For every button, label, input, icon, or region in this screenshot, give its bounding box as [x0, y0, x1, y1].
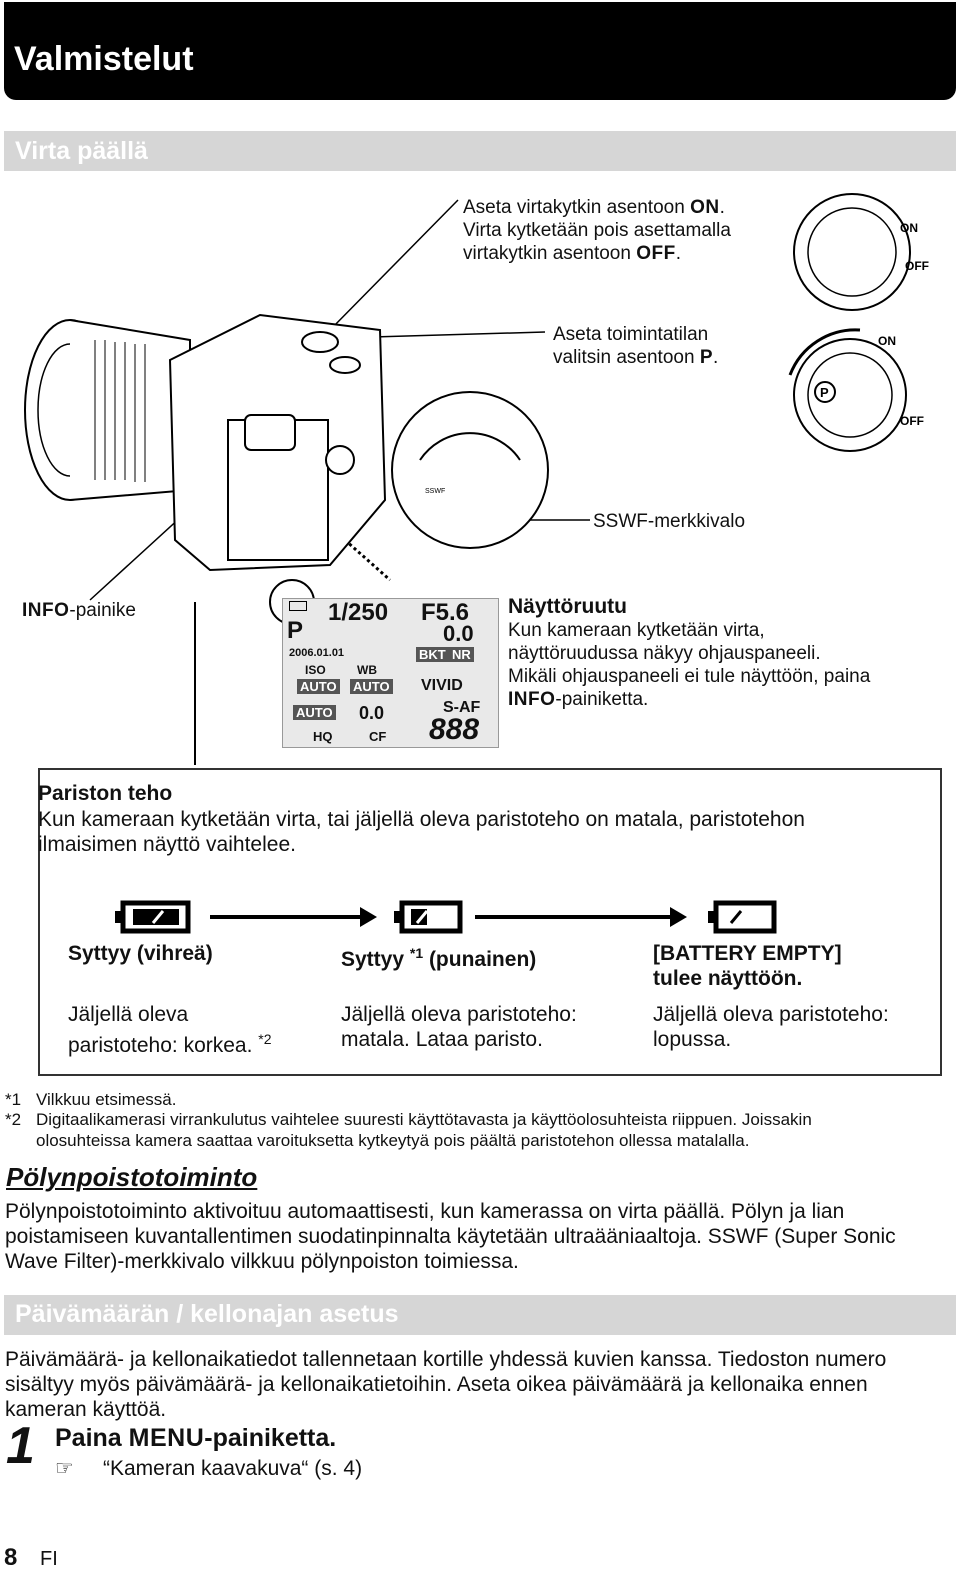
battery-col1-heading: Syttyy (vihreä) [68, 942, 213, 965]
step-instruction: Paina MENU-painiketta. [55, 1424, 337, 1452]
battery-icon [289, 601, 307, 611]
section-bar-power [4, 131, 956, 171]
battery-indicator-sequence [115, 900, 777, 934]
battery-description: Kun kameraan kytketään virta, tai jäljel… [38, 808, 805, 856]
svg-text:P: P [820, 385, 829, 400]
battery-title: Pariston teho [38, 782, 173, 805]
battery-col1-desc: Jäljellä oleva paristoteho: korkea. *2 [68, 1003, 272, 1057]
battery-col3-desc: Jäljellä oleva paristoteho: lopussa. [653, 1003, 889, 1051]
step-reference: ☞ “Kameran kaavakuva“ (s. 4) [55, 1456, 362, 1481]
page-title: Valmistelut [14, 40, 194, 78]
battery-empty-icon [708, 900, 777, 934]
control-panel-display: 1/250 F5.6 P 0.0 2006.01.01 BKT NR ISO A… [282, 598, 499, 748]
sswf-small-label: SSWF [425, 488, 445, 495]
battery-col2-heading: Syttyy *1 (punainen) [341, 945, 537, 971]
battery-col3-heading: [BATTERY EMPTY] tulee näyttöön. [653, 942, 842, 990]
section-title-date: Päivämäärän / kellonajan asetus [15, 1300, 399, 1328]
svg-text:OFF: OFF [900, 414, 924, 428]
sswf-label: SSWF-merkkivalo [593, 511, 746, 532]
lcd-mode: P [287, 617, 304, 644]
svg-text:ON: ON [900, 221, 918, 235]
lcd-af-mode: S-AF [443, 699, 481, 716]
lcd-card: CF [369, 729, 387, 744]
battery-col2-desc: Jäljellä oleva paristoteho: matala. Lata… [341, 1003, 577, 1051]
lcd-wb: WB [357, 663, 377, 677]
section-title-power: Virta päällä [15, 137, 148, 165]
mode-dial-instruction: Aseta toimintatilan valitsin asentoon P. [553, 324, 719, 368]
battery-info-box [38, 768, 942, 1076]
lcd-frame-count: 888 [429, 713, 480, 746]
reference-icon: ☞ [55, 1457, 74, 1480]
display-heading: Näyttöruutu [508, 595, 627, 618]
section-bar-date [4, 1295, 956, 1335]
lcd-bkt: BKT [416, 647, 449, 662]
lcd-shutter: 1/250 [328, 599, 389, 626]
date-intro-text: Päivämäärä- ja kellonaikatiedot tallenne… [5, 1348, 887, 1421]
svg-text:ON: ON [878, 334, 896, 348]
info-button-label: INFO-painike [22, 600, 136, 621]
lcd-iso: ISO [305, 663, 326, 677]
footnote-ref-1: *1 [409, 945, 424, 961]
footnote-ref-2: *2 [258, 1031, 272, 1047]
reference-link[interactable]: “Kameran kaavakuva“ (s. 4) [103, 1457, 363, 1480]
page-number: 8 [4, 1544, 18, 1571]
power-switch-instruction: Aseta virtakytkin asentoon ON. Virta kyt… [463, 197, 731, 264]
lcd-exposure: 0.0 [443, 621, 474, 646]
step-number: 1 [6, 1417, 35, 1475]
svg-text:OFF: OFF [905, 259, 929, 273]
lcd-wb-value: AUTO [350, 679, 393, 694]
page-header-bar [4, 2, 956, 100]
battery-low-icon [394, 900, 463, 934]
lcd-quality: HQ [313, 729, 333, 744]
language-code: FI [40, 1548, 58, 1570]
lcd-flash-comp: 0.0 [359, 703, 385, 723]
lcd-nr: NR [449, 647, 474, 662]
battery-full-icon [115, 900, 191, 934]
display-description: Näyttöruutu Kun kameraan kytketään virta… [508, 595, 871, 710]
dust-reduction-text: Pölynpoistotoiminto aktivoituu automaatt… [5, 1200, 896, 1273]
lcd-picture-mode: VIVID [421, 677, 463, 694]
lcd-iso-value: AUTO [297, 679, 340, 694]
lcd-flash-mode: AUTO [293, 705, 336, 720]
lcd-date: 2006.01.01 [289, 647, 345, 659]
dust-reduction-title: Pölynpoistotoiminto [6, 1162, 258, 1192]
camera-illustration: SSWF ON OFF ON OFF P [24, 193, 929, 765]
lcd-aperture: F5.6 [421, 599, 470, 626]
